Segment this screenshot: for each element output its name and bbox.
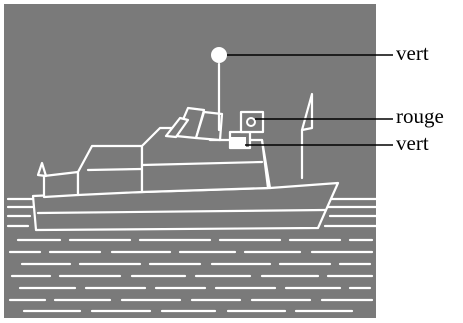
label-top-light: vert <box>396 41 429 65</box>
label-starboard-light: vert <box>396 131 429 155</box>
masthead-light <box>211 47 227 63</box>
label-port-light: rouge <box>396 104 444 128</box>
leader-lines <box>227 54 393 146</box>
starboard-light <box>229 137 246 147</box>
port-light <box>246 117 256 127</box>
